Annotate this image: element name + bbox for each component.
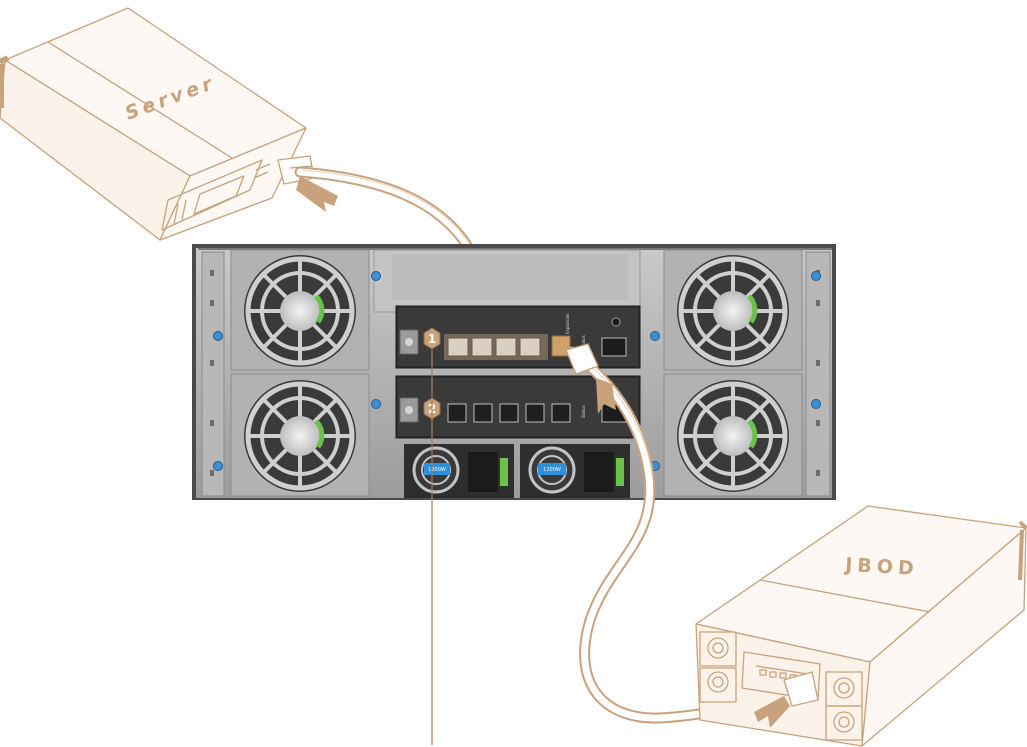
fan-module-top-left [230,249,370,371]
jbod-label: JBOD [843,554,920,580]
module-1-status-text: Status [581,335,586,348]
fan-module-top-right [663,249,803,371]
power-supply-1: 1200W [404,444,514,498]
power-supply-2: 1200W [520,444,630,498]
module-1-number: 1 [428,332,436,346]
module-1-badge [423,327,441,350]
fan-module-bottom-right [663,373,803,497]
psu-2-rating: 1200W [543,467,561,473]
server-illustration [0,7,338,241]
module-2-ports [447,403,571,423]
psu-1-rating: 1200W [428,467,446,473]
fan-module-bottom-left [230,373,370,497]
module-2-status-text: Status [581,405,586,418]
jbod-illustration [695,505,1027,747]
expander-module-1: 1 Status Expansion [395,305,641,369]
module-1-extra-text: Expansion [565,313,570,334]
module-1-expansion-port [551,335,571,357]
module-1-ports [447,337,541,357]
module-1-mgmt-port [601,337,627,357]
jbod-cable [565,343,796,724]
